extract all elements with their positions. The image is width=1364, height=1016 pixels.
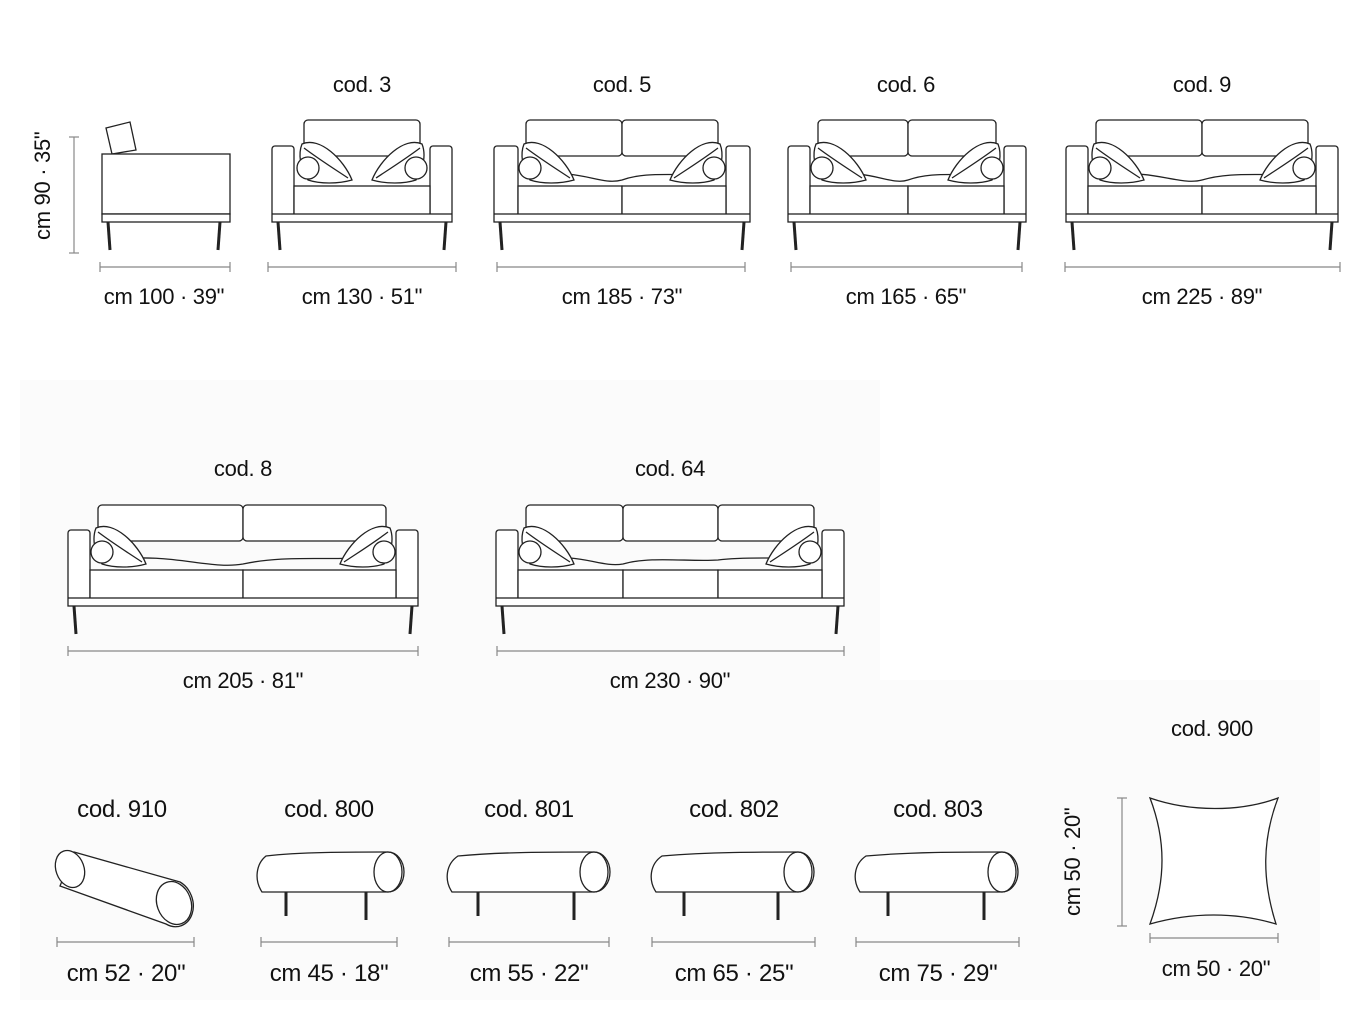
height-dimension-label: cm 90 · 35" [30,131,55,240]
size-label: cm 52 · 20" [66,960,186,987]
code-label: cod. 9 [1172,72,1232,97]
side-view-armchair [69,121,231,272]
sofa-cod-5 [493,119,751,272]
size-label: cm 230 · 90" [609,668,731,693]
code-label: cod. 6 [876,72,936,97]
code-label: cod. 801 [484,796,574,823]
size-label: cm 45 · 18" [269,960,389,987]
size-label: cm 165 · 65" [845,284,967,309]
bench-cod-802 [650,851,816,947]
cushion-height-label: cm 50 · 20" [1060,807,1085,916]
code-label: cod. 8 [213,456,273,481]
bench-cod-800 [256,851,405,947]
size-label: cm 75 · 29" [878,960,998,987]
size-label: cm 100 · 39" [103,284,225,309]
bench-cod-803 [854,851,1020,947]
code-label: cod. 3 [332,72,392,97]
cushion-cod-900 [1117,796,1280,943]
bolster-cod-910 [54,849,195,947]
cushion-width-label: cm 50 · 20" [1161,956,1271,981]
code-label: cod. 802 [689,796,779,823]
code-label: cod. 64 [634,456,706,481]
code-label: cod. 803 [893,796,983,823]
sofa-cod-6 [787,119,1027,272]
sofa-cod-64 [495,504,845,656]
code-label: cod. 800 [284,796,374,823]
background-band [20,680,1320,1000]
code-label: cod. 5 [592,72,652,97]
size-label: cm 130 · 51" [301,284,423,309]
code-label: cod. 910 [77,796,167,823]
size-label: cm 65 · 25" [674,960,794,987]
code-label: cod. 900 [1170,716,1254,741]
size-label: cm 185 · 73" [561,284,683,309]
size-label: cm 225 · 89" [1141,284,1263,309]
armchair-cod-3 [267,119,457,272]
sofa-cod-8 [67,504,419,656]
size-label: cm 205 · 81" [182,668,304,693]
bench-cod-801 [446,851,611,947]
sofa-cod-9 [1064,119,1341,272]
size-label: cm 55 · 22" [469,960,589,987]
